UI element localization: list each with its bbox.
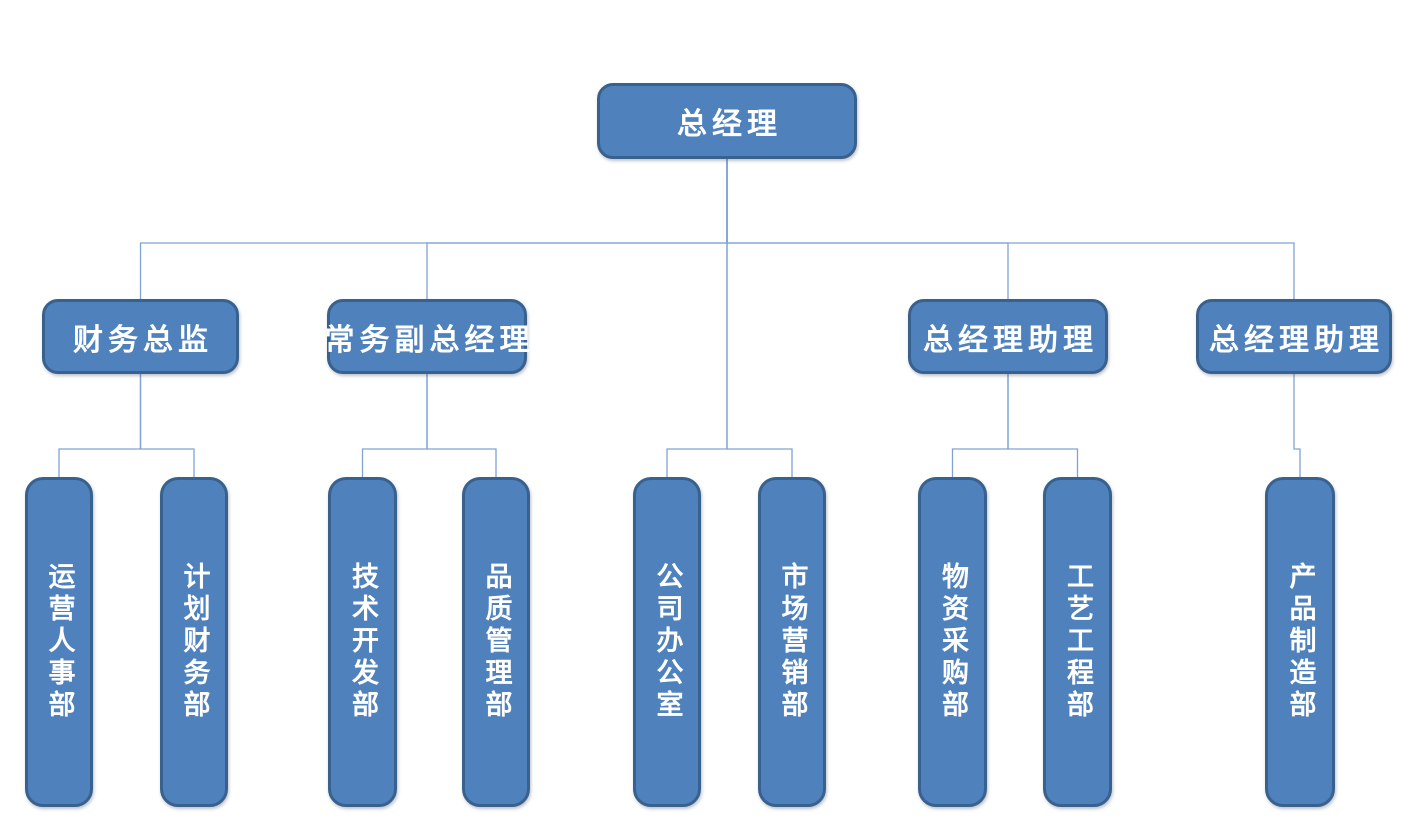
connector-evp-to-quality-mgmt [426,374,497,477]
org-node-label: 计划财务部 [179,562,210,722]
org-node-plan-finance: 计划财务部 [160,477,228,807]
org-node-process-eng: 工艺工程部 [1043,477,1112,807]
connector-cfo-to-plan-finance [139,374,195,477]
connector-gm-to-assistant-2 [726,159,1295,299]
org-node-gm: 总经理 [597,83,857,159]
connector-gm-to-company-office [666,159,728,477]
org-node-label: 品质管理部 [481,562,512,722]
connector-cfo-to-ops-hr [58,374,142,477]
org-node-manufacturing: 产品制造部 [1265,477,1335,807]
connector-gm-to-cfo [139,159,728,299]
org-node-procurement: 物资采购部 [918,477,987,807]
org-node-label: 物资采购部 [938,562,968,722]
connector-assistant-1-to-procurement [951,374,1009,477]
org-node-assistant-2: 总经理助理 [1196,299,1392,374]
org-node-quality-mgmt: 品质管理部 [462,477,530,807]
org-node-label: 运营人事部 [44,562,75,722]
org-node-tech-dev: 技术开发部 [328,477,397,807]
connector-gm-to-marketing [726,159,793,477]
org-node-assistant-1: 总经理助理 [908,299,1108,374]
org-node-label: 工艺工程部 [1063,562,1093,722]
connector-gm-to-assistant-1 [726,159,1009,299]
org-node-label: 总经理助理 [1209,323,1384,357]
connector-assistant-2-to-manufacturing [1293,374,1301,477]
connector-assistant-1-to-process-eng [1007,374,1079,477]
org-node-label: 总经理助理 [923,323,1098,357]
org-node-label: 公司办公室 [652,562,683,722]
org-node-label: 常务副总经理 [324,323,535,357]
org-node-ops-hr: 运营人事部 [25,477,93,807]
org-node-label: 市场营销部 [777,562,808,722]
org-node-company-office: 公司办公室 [633,477,701,807]
org-node-cfo: 财务总监 [42,299,239,374]
org-node-label: 产品制造部 [1285,562,1316,722]
org-node-label: 总经理 [677,108,782,141]
org-node-label: 技术开发部 [348,562,378,722]
org-node-label: 财务总监 [73,323,213,357]
connector-gm-to-evp [426,159,728,299]
connector-evp-to-tech-dev [361,374,428,477]
org-node-marketing: 市场营销部 [758,477,826,807]
org-node-evp: 常务副总经理 [325,299,530,374]
